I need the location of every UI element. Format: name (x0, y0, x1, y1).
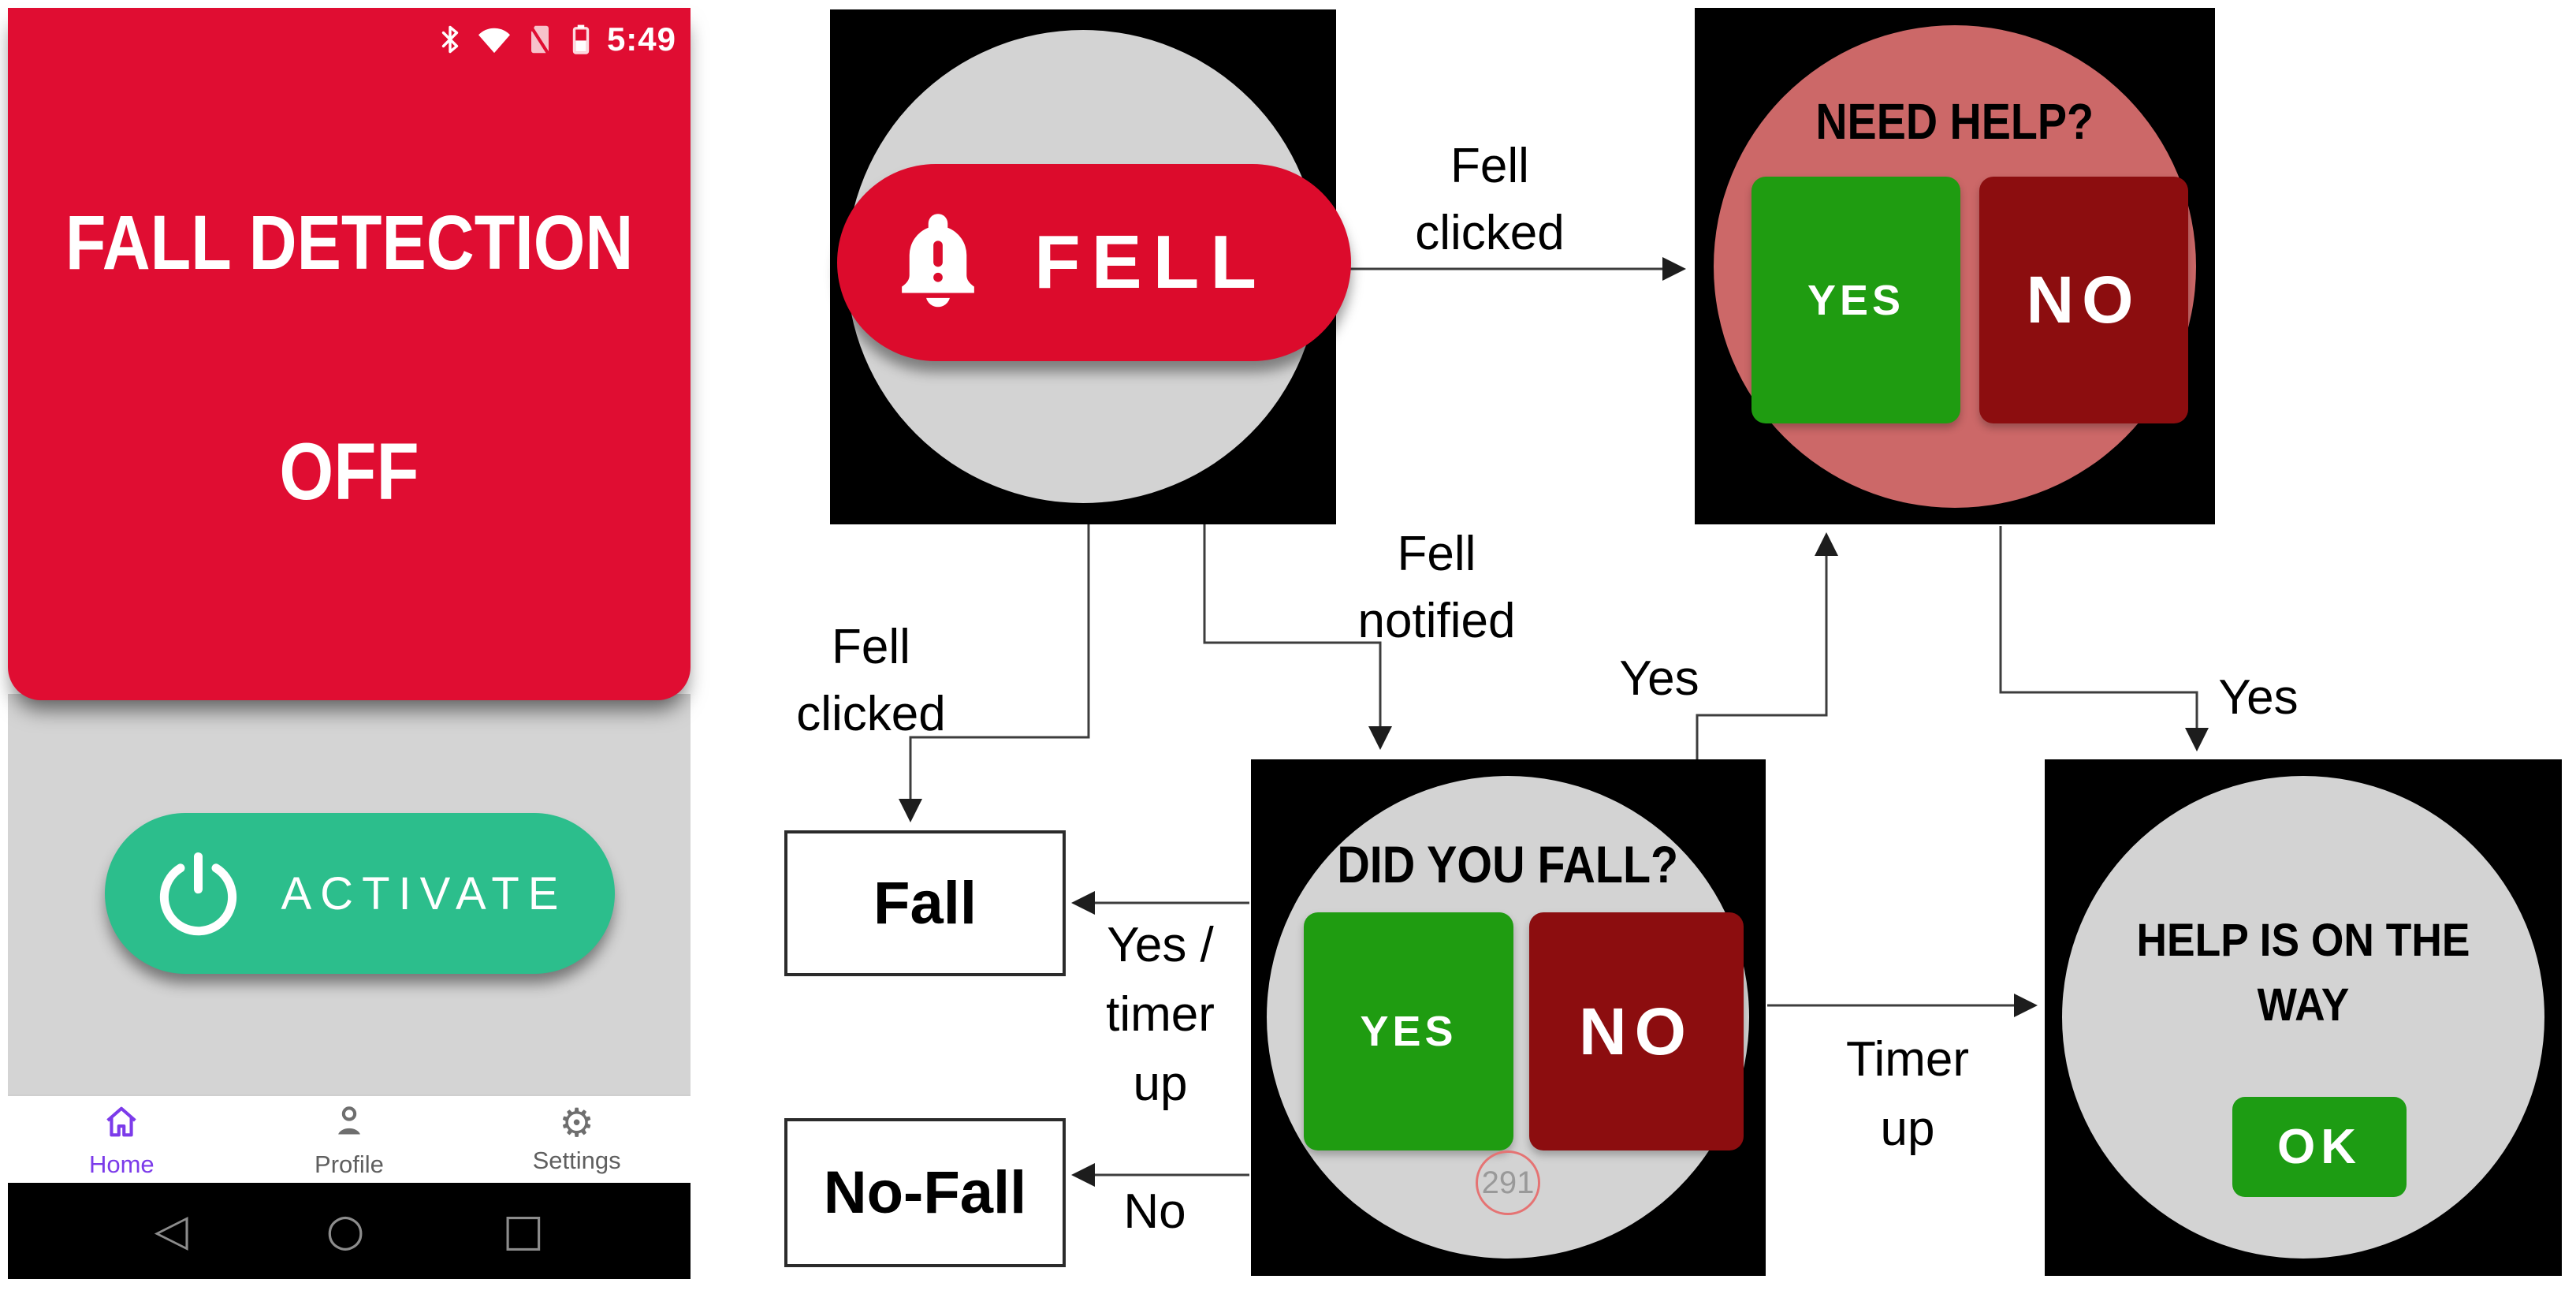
activate-label: ACTIVATE (281, 867, 568, 919)
activate-button[interactable]: ACTIVATE (105, 813, 615, 974)
watch-face-did-you-fall: DID YOU FALL? YES NO (1267, 776, 1749, 1259)
nav-label-profile: Profile (315, 1150, 384, 1178)
fall-state-label: Fall (873, 870, 977, 937)
edge-label-fell-clicked-left: Fell clicked (796, 620, 946, 741)
no-fall-state-box: No-Fall (784, 1118, 1066, 1267)
home-icon (101, 1101, 142, 1146)
watch-face-need-help: NEED HELP? YES NO (1714, 25, 2196, 508)
battery-icon (568, 21, 594, 58)
nav-item-settings[interactable]: ⚙ Settings (498, 1100, 656, 1175)
need-help-yes-button[interactable]: YES (1751, 177, 1960, 423)
android-navigation-bar: ◁ ○ □ (8, 1183, 691, 1279)
status-bar: 5:49 (437, 21, 676, 58)
nav-item-home[interactable]: Home (43, 1101, 200, 1179)
back-icon[interactable]: ◁ (154, 1205, 188, 1256)
phone-header-card: 5:49 FALL DETECTION OFF (8, 8, 691, 700)
profile-icon (329, 1101, 370, 1146)
edge-label-timer-up: Timer up (1845, 1032, 1970, 1156)
home-circle-icon[interactable]: ○ (326, 1205, 365, 1256)
no-sim-icon (525, 22, 555, 57)
edge-label-yes-up: Yes (1619, 651, 1699, 706)
alert-bell-icon (888, 207, 988, 319)
ok-button[interactable]: OK (2232, 1097, 2407, 1197)
countdown-value: 291 (1481, 1165, 1535, 1200)
fell-button[interactable]: FELL (837, 164, 1351, 361)
nav-item-profile[interactable]: Profile (270, 1101, 428, 1179)
bluetooth-icon (437, 22, 463, 57)
nav-label-settings: Settings (532, 1147, 621, 1174)
settings-icon: ⚙ (559, 1100, 595, 1146)
watch-screen-need-help: NEED HELP? YES NO (1695, 8, 2215, 524)
power-icon (153, 847, 244, 940)
help-on-way-title: HELP IS ON THE WAY (2136, 915, 2470, 1031)
fall-state-box: Fall (784, 830, 1066, 976)
nav-label-home: Home (88, 1150, 154, 1178)
wifi-icon (476, 24, 512, 55)
did-you-fall-yes-button[interactable]: YES (1304, 912, 1513, 1150)
edge-label-fell-clicked-top: Fell clicked (1415, 139, 1565, 260)
edge-label-fell-notified: Fell notified (1357, 527, 1516, 648)
need-help-title: NEED HELP? (1815, 93, 2094, 150)
app-title: FALL DETECTION (65, 200, 634, 285)
clock-time: 5:49 (606, 21, 676, 58)
recents-icon[interactable]: □ (502, 1205, 545, 1256)
watch-face-help-on-way: HELP IS ON THE WAY OK (2062, 776, 2544, 1259)
edge-label-yes-right: Yes (2218, 670, 2299, 725)
did-you-fall-title: DID YOU FALL? (1337, 835, 1679, 893)
watch-screen-help-on-way: HELP IS ON THE WAY OK (2045, 759, 2562, 1276)
did-you-fall-no-button[interactable]: NO (1529, 912, 1744, 1150)
need-help-no-button[interactable]: NO (1979, 177, 2188, 423)
edge-label-no: No (1123, 1184, 1186, 1239)
edge-need-help-to-help-on-way (1999, 526, 2209, 751)
fell-button-label: FELL (1034, 220, 1268, 304)
edge-label-yes-timer-up: Yes / timer up (1106, 918, 1215, 1111)
watch-screen-did-you-fall: DID YOU FALL? YES NO 291 (1251, 759, 1766, 1276)
bottom-navigation: Home Profile ⚙ Settings (8, 1094, 691, 1183)
no-fall-state-label: No-Fall (823, 1159, 1027, 1226)
countdown-timer: 291 (1476, 1150, 1540, 1215)
detection-state: OFF (279, 427, 419, 516)
